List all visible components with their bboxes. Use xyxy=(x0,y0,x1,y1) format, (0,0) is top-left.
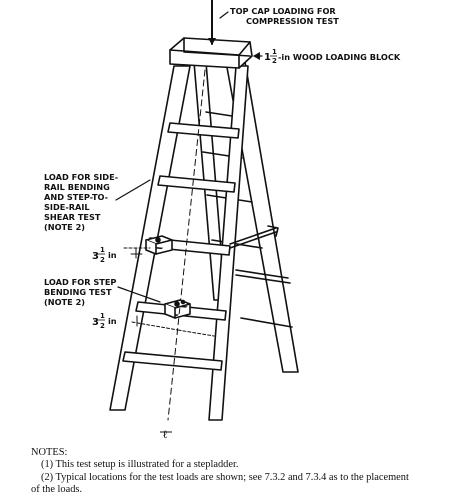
svg-text:SIDE-RAIL: SIDE-RAIL xyxy=(44,202,90,212)
ladder-steps xyxy=(122,122,240,371)
svg-text:1: 1 xyxy=(100,246,105,254)
note-1: (1) This test setup is illustrated for a… xyxy=(41,459,239,471)
svg-text:3: 3 xyxy=(92,317,99,328)
spreader-bar xyxy=(229,225,279,249)
svg-text:in: in xyxy=(108,316,117,326)
svg-text:2: 2 xyxy=(100,322,105,330)
svg-text:(NOTE 2): (NOTE 2) xyxy=(44,222,85,232)
svg-text:AND STEP-TO-: AND STEP-TO- xyxy=(44,192,108,202)
svg-text:2: 2 xyxy=(272,57,277,65)
svg-text:RAIL BENDING: RAIL BENDING xyxy=(44,182,110,192)
label-step-bending-test: LOAD FOR STEP BENDING TEST (NOTE 2) xyxy=(44,277,116,307)
svg-text:-in WOOD LOADING BLOCK: -in WOOD LOADING BLOCK xyxy=(278,52,401,62)
svg-text:in: in xyxy=(108,250,117,260)
svg-text:LOAD FOR STEP: LOAD FOR STEP xyxy=(44,277,116,287)
top-cap xyxy=(169,37,253,69)
svg-text:1: 1 xyxy=(264,52,271,63)
svg-text:(NOTE 2): (NOTE 2) xyxy=(44,297,85,307)
dim-lower-marks xyxy=(131,315,215,337)
label-dim-upper: 3 1 2 in xyxy=(92,246,117,264)
label-wood-block: 1 1 2 -in WOOD LOADING BLOCK xyxy=(264,48,401,65)
notes-block: NOTES: (1) This test setup is illustrate… xyxy=(31,447,461,493)
note-2-line-2: of the loads. xyxy=(31,484,83,493)
centerline xyxy=(167,69,206,421)
front-right-rail xyxy=(208,65,249,421)
label-side-rail-test: LOAD FOR SIDE- RAIL BENDING AND STEP-TO-… xyxy=(44,172,118,232)
svg-text:3: 3 xyxy=(92,251,99,262)
svg-text:BENDING TEST: BENDING TEST xyxy=(44,287,112,297)
dim-upper-marks xyxy=(123,247,151,259)
label-top-cap-2: COMPRESSION TEST xyxy=(246,16,339,26)
svg-text:SHEAR TEST: SHEAR TEST xyxy=(44,212,101,222)
side-rail-load-block xyxy=(145,235,173,255)
notes-heading: NOTES: xyxy=(31,447,68,458)
svg-text:1: 1 xyxy=(272,48,277,56)
label-dim-lower: 3 1 2 in xyxy=(92,312,117,330)
note-2-line-1: (2) Typical locations for the test loads… xyxy=(41,471,409,483)
step-bending-load-block xyxy=(164,299,191,319)
label-top-cap-1: TOP CAP LOADING FOR xyxy=(230,6,336,16)
svg-text:1: 1 xyxy=(100,312,105,320)
svg-text:LOAD FOR SIDE-: LOAD FOR SIDE- xyxy=(44,172,118,182)
stepladder-test-diagram: TOP CAP LOADING FOR COMPRESSION TEST 1 1… xyxy=(44,0,401,441)
svg-text:2: 2 xyxy=(100,256,105,264)
centerline-symbol: ℓ xyxy=(163,428,168,441)
